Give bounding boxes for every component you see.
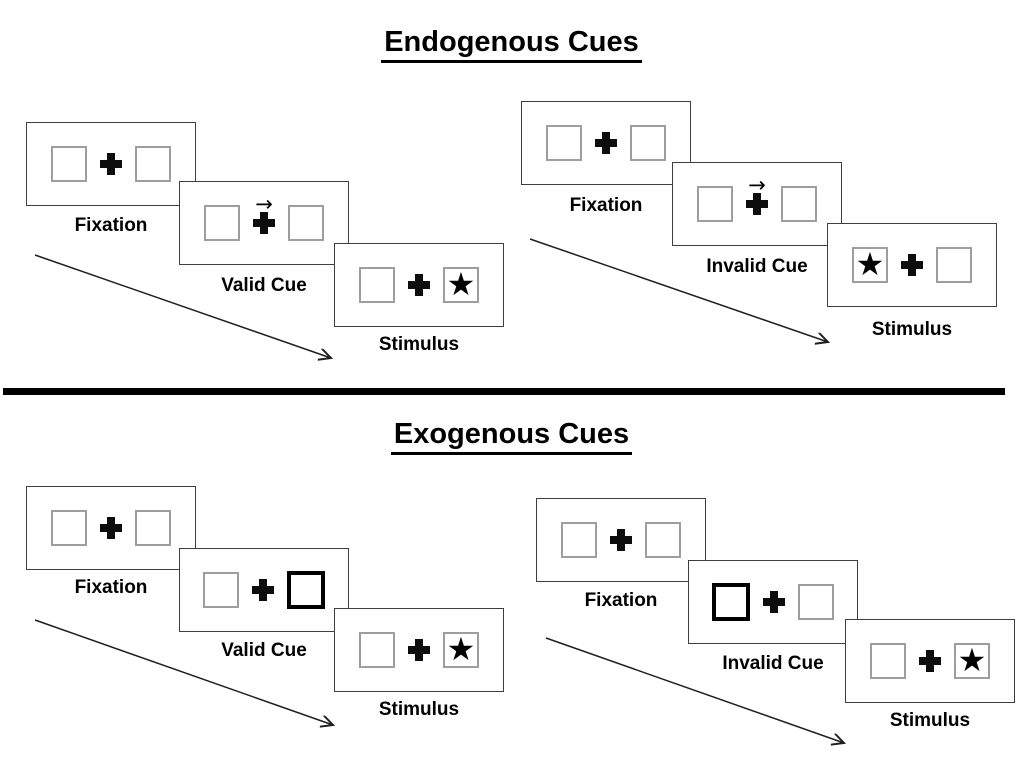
step-label-fixation: Fixation (569, 195, 643, 216)
placeholder-box-left (359, 632, 395, 668)
target-box-right: ★ (954, 643, 990, 679)
step-label-fixation: Fixation (74, 577, 148, 598)
fixation-cross-icon (595, 132, 617, 154)
step-label-valid-cue: Valid Cue (221, 640, 307, 661)
target-box-left: ★ (852, 247, 888, 283)
timeline-arrow (529, 238, 828, 342)
step-label-stimulus: Stimulus (378, 334, 460, 355)
section-divider (3, 388, 1005, 395)
section-title-text: Exogenous Cues (390, 418, 633, 455)
fixation-cross-icon (610, 529, 632, 551)
cue-arrow-right-icon: → (748, 173, 766, 197)
fixation-cross-icon (919, 650, 941, 672)
placeholder-box-left (870, 643, 906, 679)
placeholder-box-right (135, 146, 171, 182)
placeholder-box-right (798, 584, 834, 620)
fixation-cross-icon (408, 639, 430, 661)
exogenous-invalid-stimulus-panel: ★ (845, 619, 1015, 703)
endogenous-valid-fixation-panel (26, 122, 196, 206)
exogenous-valid-fixation-panel (26, 486, 196, 570)
placeholder-box-right (288, 205, 324, 241)
star-stimulus-icon: ★ (446, 265, 476, 303)
star-stimulus-icon: ★ (957, 641, 987, 679)
fixation-cross-icon (253, 212, 275, 234)
step-label-fixation: Fixation (584, 590, 658, 611)
step-label-valid-cue: Valid Cue (221, 275, 307, 296)
highlighted-cue-box-left (712, 583, 750, 621)
endogenous-invalid-fixation-panel (521, 101, 691, 185)
exogenous-invalid-cue-panel (688, 560, 858, 644)
section-title-endogenous: Endogenous Cues (0, 26, 1023, 63)
fixation-cross-icon (763, 591, 785, 613)
section-title-text: Endogenous Cues (381, 26, 642, 63)
timeline-arrow (34, 254, 331, 358)
fixation-cross-icon (901, 254, 923, 276)
placeholder-box-left (203, 572, 239, 608)
placeholder-box-left (204, 205, 240, 241)
placeholder-box-right (135, 510, 171, 546)
target-box-right: ★ (443, 632, 479, 668)
section-title-exogenous: Exogenous Cues (0, 418, 1023, 455)
exogenous-valid-cue-panel (179, 548, 349, 632)
step-label-invalid-cue: Invalid Cue (706, 256, 808, 277)
placeholder-box-left (697, 186, 733, 222)
exogenous-valid-stimulus-panel: ★ (334, 608, 504, 692)
step-label-stimulus: Stimulus (871, 319, 953, 340)
cue-arrow-right-icon: → (255, 192, 273, 216)
placeholder-box-right (936, 247, 972, 283)
fixation-cross-icon (100, 517, 122, 539)
star-stimulus-icon: ★ (855, 245, 885, 283)
target-box-right: ★ (443, 267, 479, 303)
step-label-stimulus: Stimulus (378, 699, 460, 720)
step-label-stimulus: Stimulus (889, 710, 971, 731)
star-stimulus-icon: ★ (446, 630, 476, 668)
highlighted-cue-box-right (287, 571, 325, 609)
placeholder-box-left (546, 125, 582, 161)
placeholder-box-left (561, 522, 597, 558)
endogenous-invalid-cue-panel: → (672, 162, 842, 246)
endogenous-valid-cue-panel: → (179, 181, 349, 265)
step-label-invalid-cue: Invalid Cue (722, 653, 824, 674)
timeline-arrow (34, 619, 333, 725)
endogenous-invalid-stimulus-panel: ★ (827, 223, 997, 307)
placeholder-box-left (51, 146, 87, 182)
placeholder-box-left (51, 510, 87, 546)
endogenous-valid-stimulus-panel: ★ (334, 243, 504, 327)
fixation-cross-icon (252, 579, 274, 601)
fixation-cross-icon (100, 153, 122, 175)
exogenous-invalid-fixation-panel (536, 498, 706, 582)
step-label-fixation: Fixation (74, 215, 148, 236)
placeholder-box-left (359, 267, 395, 303)
placeholder-box-right (630, 125, 666, 161)
fixation-cross-icon (408, 274, 430, 296)
placeholder-box-right (645, 522, 681, 558)
placeholder-box-right (781, 186, 817, 222)
fixation-cross-icon (746, 193, 768, 215)
